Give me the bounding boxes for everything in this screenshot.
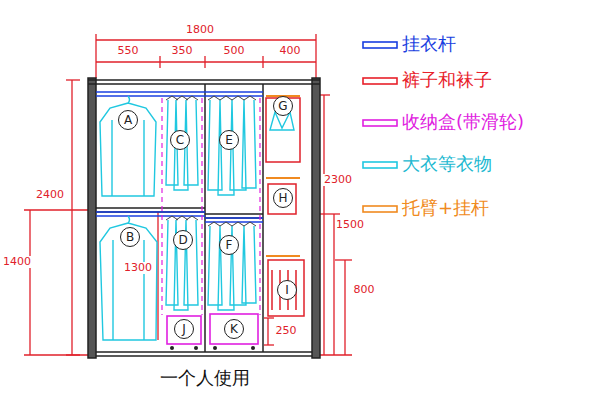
letter-circle: J [174, 319, 194, 339]
dimension-label: 350 [171, 45, 194, 57]
legend-text: 裤子和袜子 [402, 69, 492, 91]
dimension-label: 1500 [335, 219, 365, 231]
dimension-label: 2300 [323, 174, 353, 186]
legend-text: 托臂+挂杆 [402, 197, 489, 219]
callout-letter: E [225, 133, 233, 147]
letter-circle: K [224, 319, 244, 339]
dimension-label: 500 [223, 45, 246, 57]
dimension-label: 1300 [123, 262, 153, 274]
letter-circle: B [120, 227, 140, 247]
callout-letter: J [182, 322, 186, 336]
legend-text: 大衣等衣物 [402, 153, 492, 175]
callout-letter: D [178, 233, 187, 247]
dimension-label: 2400 [35, 189, 65, 201]
dimension-label: 400 [279, 45, 302, 57]
callout-letter: A [124, 113, 132, 127]
callout-letter: I [285, 283, 289, 297]
legend-text: 收纳盒(带滑轮) [402, 111, 524, 133]
letter-circle: D [173, 230, 193, 250]
caption: 一个人使用 [160, 366, 250, 390]
callout-letter: F [226, 238, 233, 252]
legend-text: 挂衣杆 [402, 33, 456, 55]
callout-letter: K [230, 322, 238, 336]
callout-letter: H [278, 191, 287, 205]
letter-circle: H [273, 188, 293, 208]
dimension-label: 550 [117, 45, 140, 57]
callout-letter: B [126, 230, 134, 244]
callout-letter: G [278, 99, 287, 113]
letter-circle: C [170, 130, 190, 150]
letter-circle: E [219, 130, 239, 150]
dimension-label: 1800 [185, 24, 215, 36]
dimension-label: 1400 [2, 256, 32, 268]
letter-circle: A [118, 110, 138, 130]
letter-circle: F [219, 235, 239, 255]
letter-circle: G [273, 96, 293, 116]
letter-circle: I [277, 280, 297, 300]
dimension-label: 800 [353, 284, 376, 296]
dimension-label: 250 [275, 325, 298, 337]
callout-letter: C [176, 133, 184, 147]
